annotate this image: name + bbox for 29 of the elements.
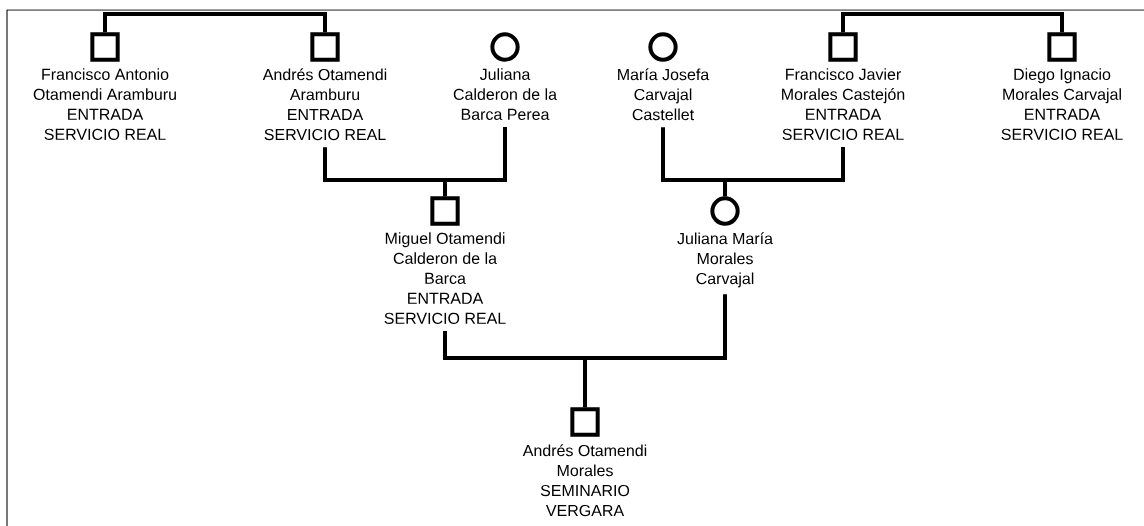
sibling-line (103, 12, 327, 33)
descent-line (583, 294, 727, 408)
node-label: Miguel Otamendi Calderon de la Barca (385, 232, 505, 285)
person: Andrés Otamendi Morales SEMINARIO VERGARA (522, 407, 647, 517)
person: María Josefa Carvajal Castellet (618, 32, 710, 121)
sibling-line (841, 12, 1064, 33)
person: Diego Ignacio Morales Carvajal ENTRADA SERVICIO REAL (1001, 32, 1123, 140)
node-label: Andrés Otamendi Aramburu (262, 68, 387, 101)
person: Francisco Javier Morales Castejón ENTRADA SERVICIO REAL (782, 32, 905, 140)
node-label: ENTRADA SERVICIO REAL (44, 108, 166, 141)
node-label: Juliana María Morales Carvajal (677, 232, 773, 288)
node-label: Diego Ignacio Morales Carvajal (1003, 68, 1121, 104)
node-label: ENTRADA SERVICIO REAL (264, 109, 386, 141)
node-label: Francisco Javier Morales Castejón (782, 68, 905, 104)
descent-line (443, 126, 507, 197)
descent-line (723, 146, 845, 197)
node-label: María Josefa Carvajal Castellet (618, 68, 710, 121)
person: Juliana Calderon de la Barca Perea (453, 32, 557, 120)
node-label: Juliana Calderon de la Barca Perea (453, 68, 557, 121)
node-label: Francisco Antonio Otamendi Aramburu (33, 68, 176, 101)
person: Francisco Antonio Otamendi Aramburu ENTRADA SERVICIO REAL (33, 32, 176, 140)
node-label: SEMINARIO VERGARA (540, 484, 630, 517)
node-label: ENTRADA SERVICIO REAL (782, 108, 904, 141)
person: Juliana María Morales Carvajal (677, 196, 773, 288)
node-label: ENTRADA SERVICIO REAL (384, 292, 506, 325)
node-label: ENTRADA SERVICIO REAL (1001, 108, 1123, 141)
person: Andrés Otamendi Aramburu ENTRADA SERVICIO REAL (262, 32, 387, 141)
person: Miguel Otamendi Calderon de la Barca ENTRADA SERVICIO REAL (384, 196, 506, 324)
node-label: Andrés Otamendi Morales (522, 444, 647, 477)
